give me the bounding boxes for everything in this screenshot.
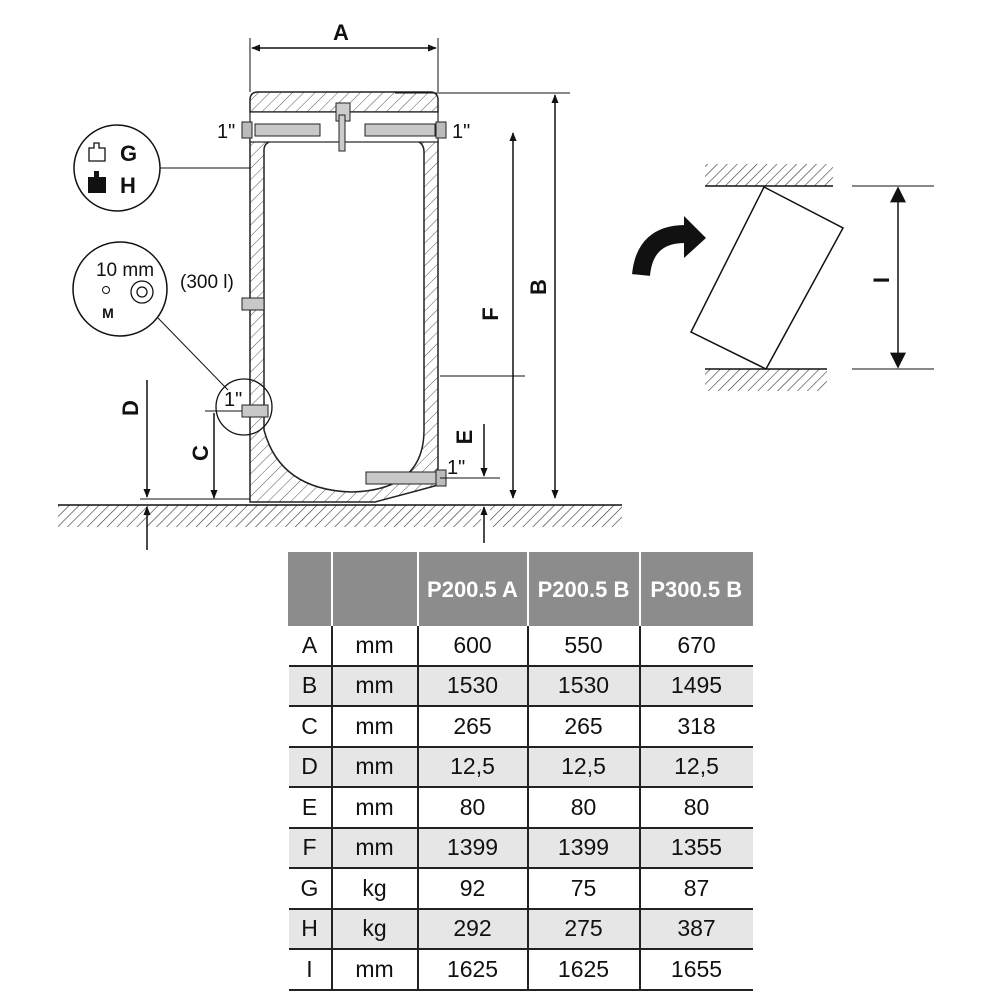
dimension-c: C	[188, 410, 242, 499]
sensor-detail-circle	[215, 378, 273, 436]
table-row: G kg 92 75 87	[288, 868, 753, 910]
full-weight-icon	[88, 171, 106, 193]
cell: 80	[416, 787, 528, 829]
cell: mm	[330, 706, 418, 748]
sensor-callout: 10 mm M (300 l) 1"	[72, 241, 273, 436]
cell: 12,5	[638, 746, 753, 788]
cell: mm	[330, 827, 418, 869]
table-row: H kg 292 275 387	[288, 908, 753, 950]
cell: 80	[526, 787, 640, 829]
tilt-clearance-diagram: I	[632, 164, 934, 391]
cell: 92	[416, 868, 528, 910]
weight-label-h: H	[120, 173, 136, 198]
sensor-mark-label: M	[102, 305, 114, 321]
dim-label-d: D	[118, 400, 143, 416]
cell: 80	[638, 787, 753, 829]
dimension-f: F	[440, 132, 525, 499]
sensor-note-label: (300 l)	[180, 272, 234, 293]
cell: 318	[638, 706, 753, 748]
cell: kg	[330, 908, 418, 950]
tank-cross-section	[241, 91, 447, 503]
pipe-label-bottom-right: 1"	[447, 457, 465, 479]
dim-label-e: E	[452, 430, 477, 445]
dim-label-i: I	[869, 277, 894, 283]
dim-label-b: B	[526, 279, 551, 295]
cell: B	[288, 665, 332, 707]
dimension-d: D	[118, 380, 250, 550]
cell: kg	[330, 868, 418, 910]
dimensions-table: P200.5 A P200.5 B P300.5 B A mm 600 550 …	[288, 552, 753, 991]
dimension-e: E	[440, 424, 500, 543]
dimension-a: A	[249, 20, 439, 92]
cell: 1625	[526, 949, 640, 991]
table-row: A mm 600 550 670	[288, 625, 753, 667]
header-unit	[330, 552, 418, 626]
cell: 1530	[416, 665, 528, 707]
cell: mm	[330, 665, 418, 707]
tank-dimension-drawing: A B F E C D 1" 1" 1"	[58, 20, 934, 550]
cell: mm	[330, 787, 418, 829]
cell: 75	[526, 868, 640, 910]
cell: 265	[526, 706, 640, 748]
sensor-well-icon	[130, 280, 154, 304]
table-row: E mm 80 80 80	[288, 787, 753, 829]
weight-legend-callout: G H	[73, 124, 250, 212]
cell: 275	[526, 908, 640, 950]
cell: 1355	[638, 827, 753, 869]
cell: 292	[416, 908, 528, 950]
rotate-arrow-icon	[632, 216, 706, 277]
header-p200-5-a: P200.5 A	[416, 552, 528, 626]
cell: C	[288, 706, 332, 748]
table-row: B mm 1530 1530 1495	[288, 665, 753, 707]
cell: 670	[638, 625, 753, 667]
cell: 12,5	[416, 746, 528, 788]
cell: 1495	[638, 665, 753, 707]
dim-label-a: A	[333, 20, 349, 45]
weight-label-g: G	[120, 141, 137, 166]
cell: 265	[416, 706, 528, 748]
pipe-label-top-left: 1"	[217, 121, 235, 143]
cell: 1399	[526, 827, 640, 869]
header-p300-5-b: P300.5 B	[638, 552, 753, 626]
floor	[58, 504, 622, 527]
cell: H	[288, 908, 332, 950]
dimension-b: B	[395, 92, 570, 499]
table-row: C mm 265 265 318	[288, 706, 753, 748]
cell: 550	[526, 625, 640, 667]
cell: I	[288, 949, 332, 991]
cell: A	[288, 625, 332, 667]
header-dim	[288, 552, 332, 626]
dim-label-f: F	[478, 307, 503, 320]
table-row: F mm 1399 1399 1355	[288, 827, 753, 869]
dim-label-c: C	[188, 445, 213, 461]
cell: F	[288, 827, 332, 869]
table-header-row: P200.5 A P200.5 B P300.5 B	[288, 552, 753, 626]
small-circle-icon	[102, 286, 110, 294]
table-row: D mm 12,5 12,5 12,5	[288, 746, 753, 788]
table-row: I mm 1625 1625 1655	[288, 949, 753, 991]
cell: 1530	[526, 665, 640, 707]
empty-weight-icon	[88, 142, 106, 162]
cell: mm	[330, 949, 418, 991]
sensor-size-label: 10 mm	[96, 260, 154, 281]
cell: 87	[638, 868, 753, 910]
cell: 12,5	[526, 746, 640, 788]
cell: mm	[330, 625, 418, 667]
pipe-label-top-right: 1"	[452, 121, 470, 143]
cell: 600	[416, 625, 528, 667]
cell: 387	[638, 908, 753, 950]
cell: 1655	[638, 949, 753, 991]
cell: 1625	[416, 949, 528, 991]
cell: 1399	[416, 827, 528, 869]
cell: mm	[330, 746, 418, 788]
cell: E	[288, 787, 332, 829]
cell: G	[288, 868, 332, 910]
cell: D	[288, 746, 332, 788]
header-p200-5-b: P200.5 B	[526, 552, 640, 626]
pipe-label-sensor: 1"	[224, 389, 242, 411]
